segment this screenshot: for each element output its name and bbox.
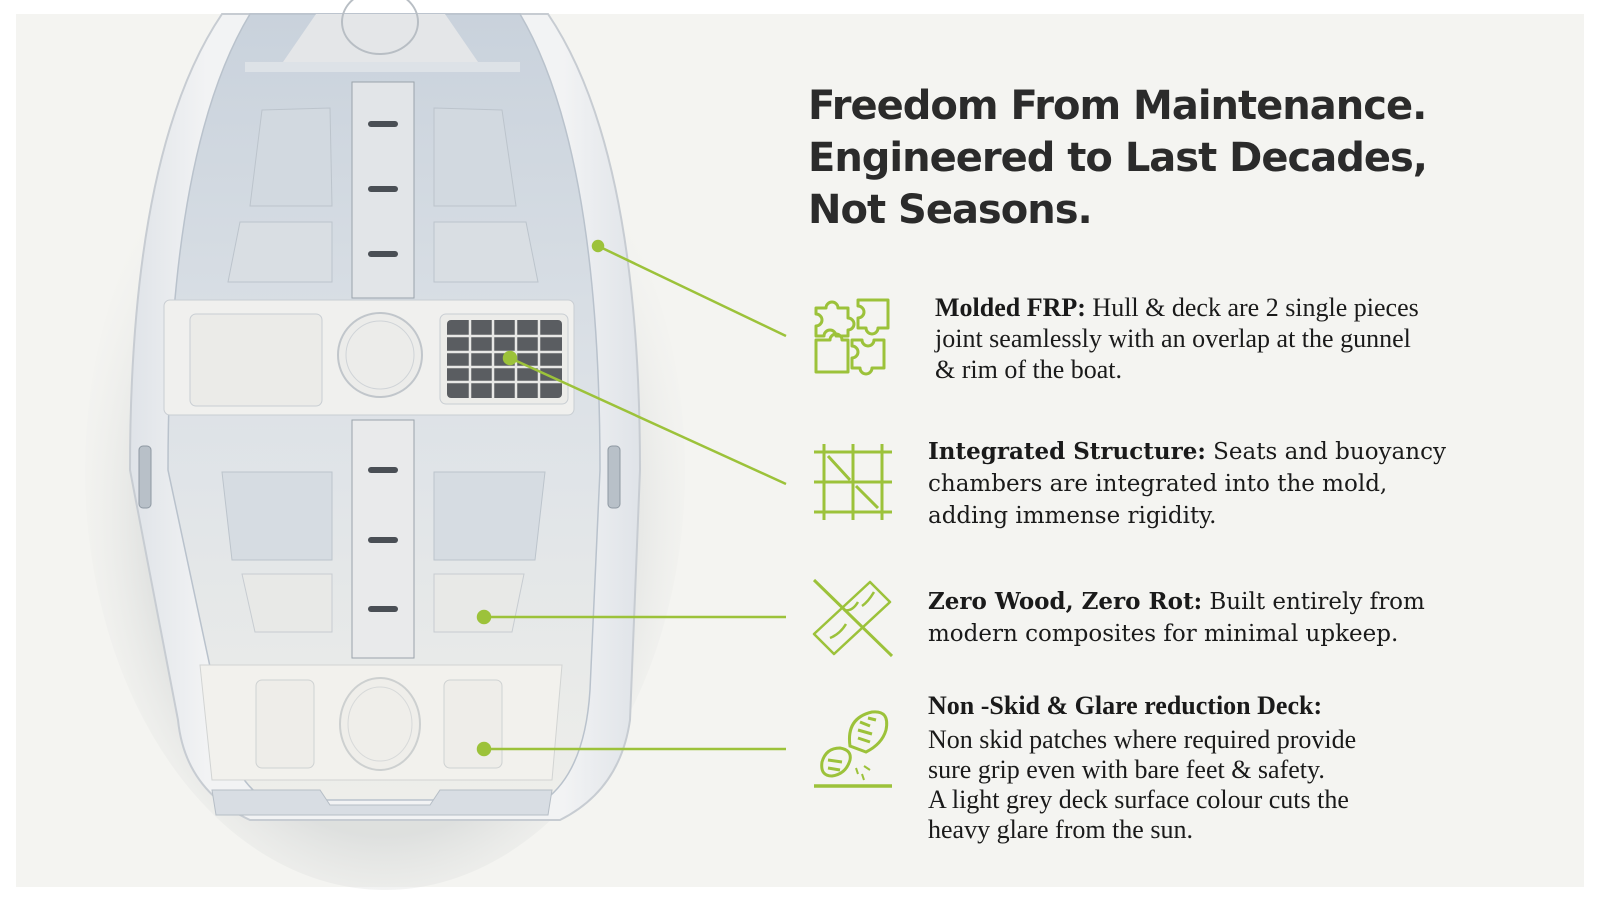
feature-zero-wood: Zero Wood, Zero Rot: Built entirely from… (928, 586, 1468, 650)
transom (211, 789, 553, 816)
headline-line: Freedom From Maintenance. (808, 83, 1427, 129)
bow-frame (245, 62, 520, 72)
no-wood-icon (812, 578, 894, 658)
bow-deck (283, 14, 478, 62)
feature-text: modern composites for minimal upkeep. (928, 621, 1399, 647)
feature-title: Integrated Structure: (928, 438, 1206, 465)
feature-title: Zero Wood, Zero Rot: (928, 588, 1203, 615)
feature-text: chambers are integrated into the mold, (928, 471, 1388, 497)
feature-text: Built entirely from (1202, 589, 1425, 615)
feature-text: & rim of the boat. (935, 355, 1123, 384)
feature-molded-frp: Molded FRP: Hull & deck are 2 single pie… (917, 280, 1475, 392)
feature-text: heavy glare from the sun. (928, 815, 1193, 844)
puzzle-icon (814, 298, 890, 376)
callout-lines (476, 239, 787, 757)
feature-text: adding immense rigidity. (928, 503, 1217, 529)
bow-hatch (341, 0, 419, 55)
headline-line: Not Seasons. (808, 187, 1093, 233)
headline-line: Engineered to Last Decades, (808, 135, 1428, 181)
feature-text: Hull & deck are 2 single pieces (1085, 293, 1419, 322)
feature-title: Non -Skid & Glare reduction Deck: (928, 691, 1323, 720)
non-skid-shoe-icon (814, 710, 892, 788)
page-headline: Freedom From Maintenance. Engineered to … (808, 80, 1568, 236)
feature-integrated-structure: Integrated Structure: Seats and buoyancy… (928, 436, 1468, 532)
feature-non-skid-deck: Non -Skid & Glare reduction Deck: Non sk… (928, 690, 1448, 845)
feature-title: Molded FRP: (935, 293, 1086, 322)
feature-text: A light grey deck surface colour cuts th… (928, 785, 1349, 814)
feature-text: joint seamlessly with an overlap at the … (935, 324, 1411, 353)
grid-structure-icon (814, 444, 892, 520)
feature-text: Seats and buoyancy (1205, 439, 1446, 465)
feature-text: Non skid patches where required provide (928, 725, 1357, 754)
feature-text: sure grip even with bare feet & safety. (928, 755, 1325, 784)
